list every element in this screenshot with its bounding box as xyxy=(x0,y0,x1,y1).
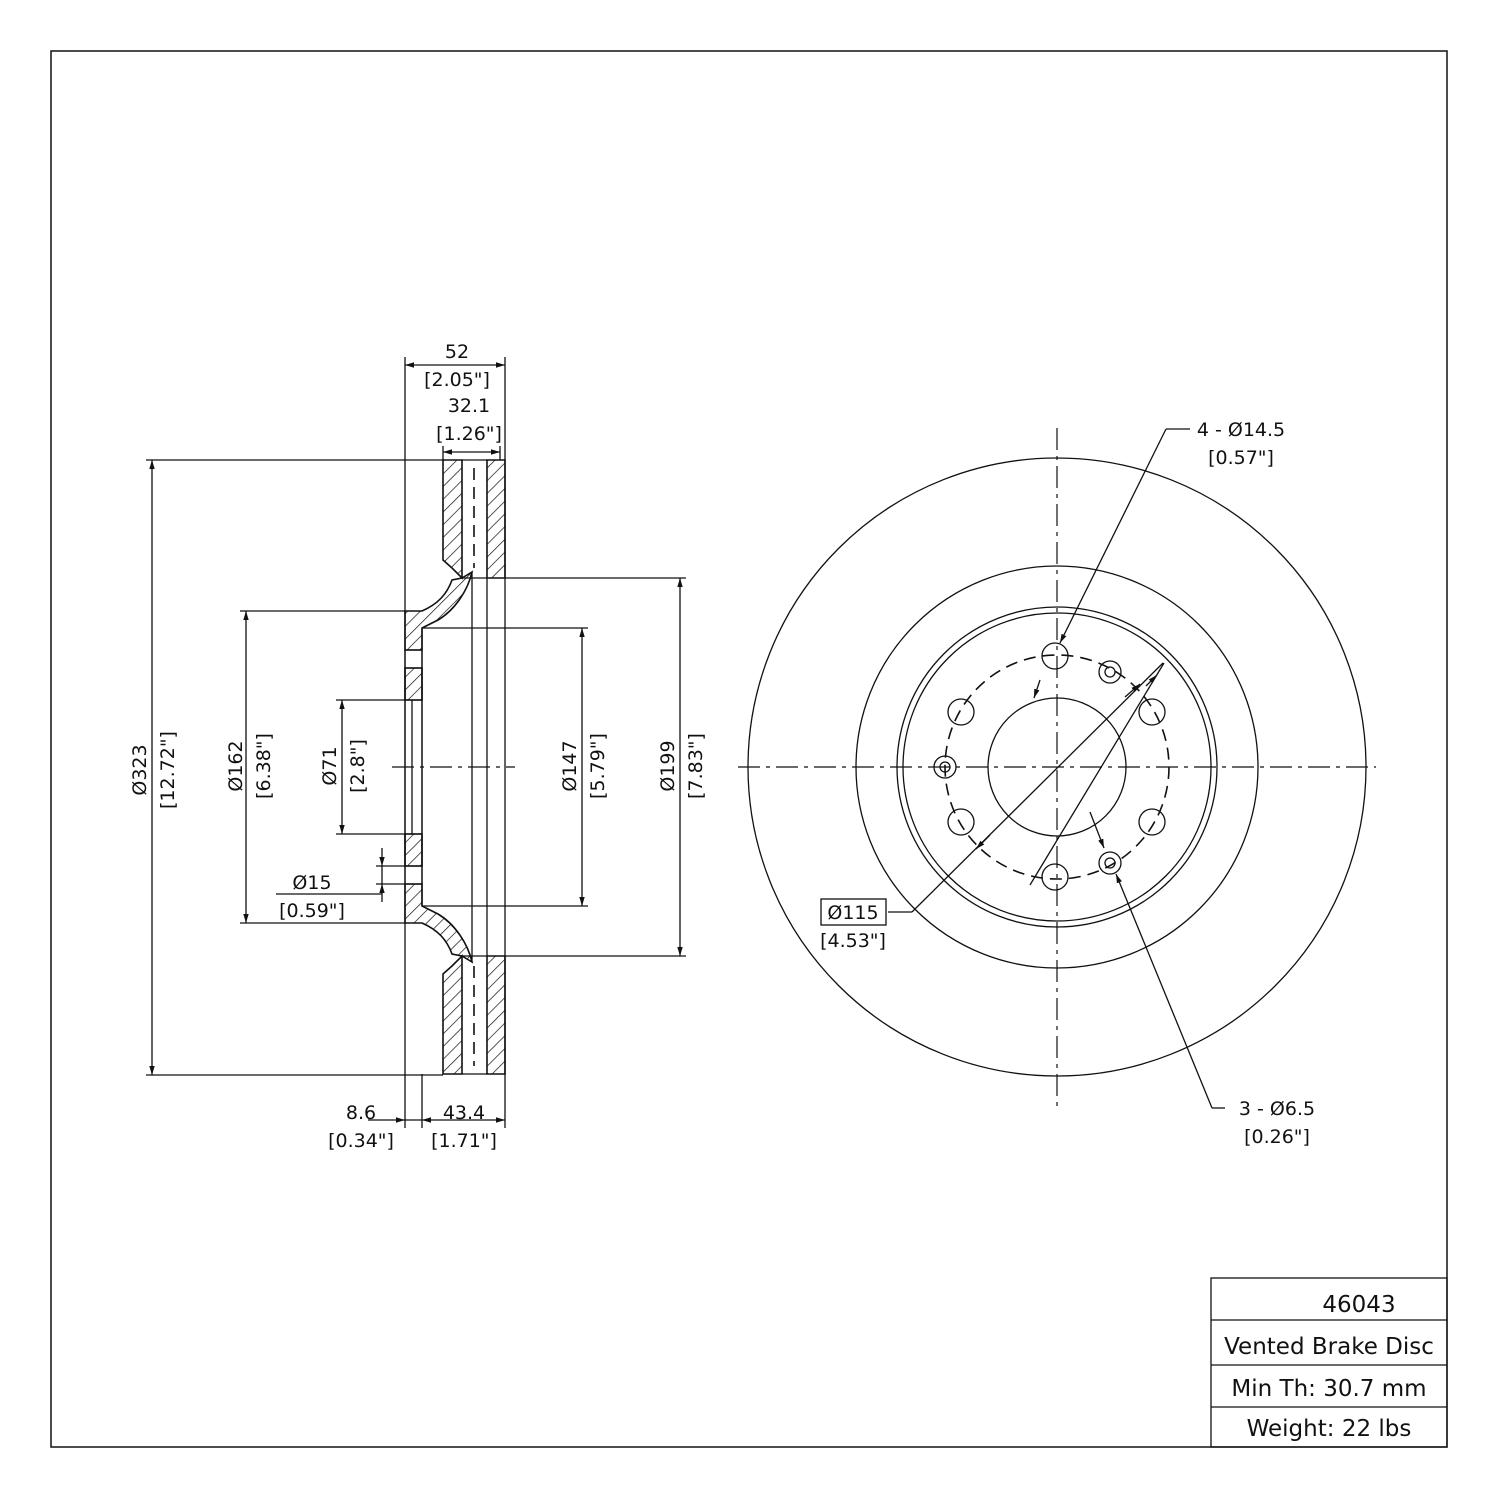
hole-diameter-mm: Ø15 xyxy=(292,872,331,894)
part-number: 46043 xyxy=(1322,1292,1395,1318)
min-thickness: Min Th: 30.7 mm xyxy=(1231,1376,1426,1402)
small-hole xyxy=(933,755,957,779)
hat-web-top xyxy=(404,667,423,701)
overall-width-mm: 52 xyxy=(445,341,469,363)
small-holes-mm: 3 - Ø6.5 xyxy=(1239,1098,1315,1120)
front-view xyxy=(738,428,1376,1110)
small-hole-inner xyxy=(939,761,951,773)
hat-diameter-in: [6.38"] xyxy=(253,733,275,799)
bolt-circle-mm: Ø115 xyxy=(827,902,878,924)
hat-height-in: [1.71"] xyxy=(431,1130,497,1152)
friction-width-in: [1.26"] xyxy=(436,423,502,445)
lug-hole xyxy=(1138,698,1166,726)
inner-hat-diameter-in: [5.79"] xyxy=(587,733,609,799)
outer-diameter-mm: Ø323 xyxy=(129,744,151,795)
lug-hole xyxy=(1138,808,1166,836)
outer-diameter-in: [12.72"] xyxy=(157,731,179,809)
inner-plate-top xyxy=(486,459,506,579)
hole-diameter-in: [0.59"] xyxy=(279,900,345,922)
hat-web-bottom xyxy=(404,833,423,867)
hat-diameter-mm: Ø162 xyxy=(225,740,247,791)
inner-hat-diameter-mm: Ø147 xyxy=(559,740,581,791)
small-hole-inner xyxy=(1104,857,1116,869)
hat-outer-circle xyxy=(896,606,1218,928)
lug-hole xyxy=(947,808,975,836)
hat-section-top xyxy=(404,570,474,651)
outer-plate-bottom xyxy=(442,954,463,1075)
friction-width-mm: 32.1 xyxy=(448,395,490,417)
bolt-circle-box xyxy=(820,898,887,926)
small-hole xyxy=(1098,660,1122,684)
lug-hole xyxy=(1041,863,1069,891)
bolt-holes-in: [0.57"] xyxy=(1208,447,1274,469)
weight: Weight: 22 lbs xyxy=(1247,1416,1412,1442)
hat-section-bottom xyxy=(404,883,474,964)
bolt-circle-in: [4.53"] xyxy=(820,930,886,952)
outer-plate-top xyxy=(442,459,463,580)
center-bore-circle xyxy=(987,697,1127,837)
friction-inner-circle xyxy=(855,565,1259,969)
section-view xyxy=(146,357,686,1128)
hat-inner-circle xyxy=(902,612,1212,922)
drawing-border xyxy=(50,50,1448,1448)
hat-height-mm: 43.4 xyxy=(443,1102,485,1124)
lug-hole xyxy=(1041,642,1069,670)
bolt-holes-mm: 4 - Ø14.5 xyxy=(1197,419,1285,441)
bolt-pattern-circle xyxy=(944,654,1170,880)
inner-plate-bottom xyxy=(486,955,506,1075)
title-block xyxy=(1210,1277,1448,1448)
hat-thickness-mm: 8.6 xyxy=(346,1102,376,1124)
inner-friction-diameter-in: [7.83"] xyxy=(685,733,707,799)
center-bore-in: [2.8"] xyxy=(347,739,369,793)
outer-edge-circle xyxy=(747,457,1367,1077)
small-hole-inner xyxy=(1104,666,1116,678)
part-description: Vented Brake Disc xyxy=(1224,1334,1434,1360)
small-holes-in: [0.26"] xyxy=(1244,1126,1310,1148)
center-bore-mm: Ø71 xyxy=(319,746,341,785)
lug-hole xyxy=(947,698,975,726)
hat-thickness-in: [0.34"] xyxy=(328,1130,394,1152)
overall-width-in: [2.05"] xyxy=(424,369,490,391)
small-hole xyxy=(1098,851,1122,875)
inner-friction-diameter-mm: Ø199 xyxy=(657,740,679,791)
